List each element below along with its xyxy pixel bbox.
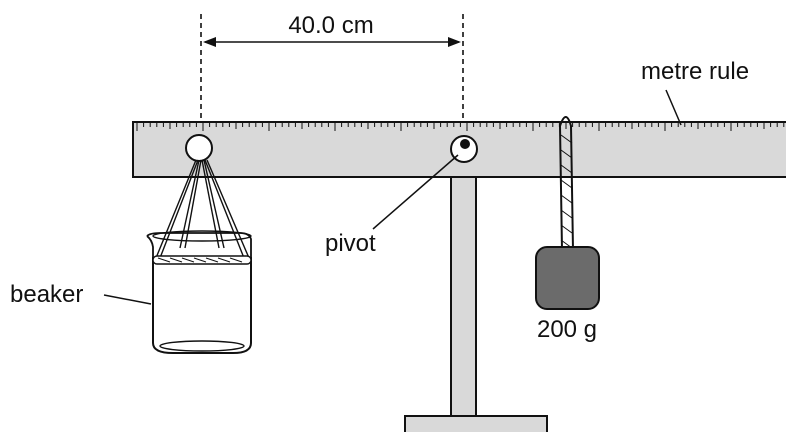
metre-rule-label: metre rule	[641, 58, 749, 85]
beaker-rim-ellipse	[152, 230, 252, 242]
mass-suspension-loop	[558, 116, 574, 251]
pivot-pin	[460, 139, 470, 149]
mass-label: 200 g	[537, 316, 597, 343]
distance-arrow-left-head	[203, 37, 216, 47]
distance-label: 40.0 cm	[288, 12, 373, 39]
200g-mass	[535, 246, 600, 310]
distance-arrow-right-head	[448, 37, 461, 47]
metre-rule-scale-markings	[136, 123, 785, 131]
beaker-label: beaker	[10, 281, 83, 308]
stand-base	[404, 415, 548, 432]
beaker-leader-line	[103, 294, 152, 305]
beaker-hole	[185, 134, 213, 162]
beaker-band-twist-1	[157, 257, 243, 263]
beaker-string-band	[152, 255, 252, 265]
pivot-leader-line	[372, 154, 459, 230]
stand-column	[450, 175, 477, 419]
pivot-label: pivot	[325, 230, 376, 257]
beaker-bottom	[159, 340, 245, 352]
metre-rule-leader-line	[665, 89, 682, 126]
mass-suspension-loop-twist	[560, 134, 573, 249]
beaker-body	[152, 257, 252, 354]
beaker	[146, 230, 252, 354]
